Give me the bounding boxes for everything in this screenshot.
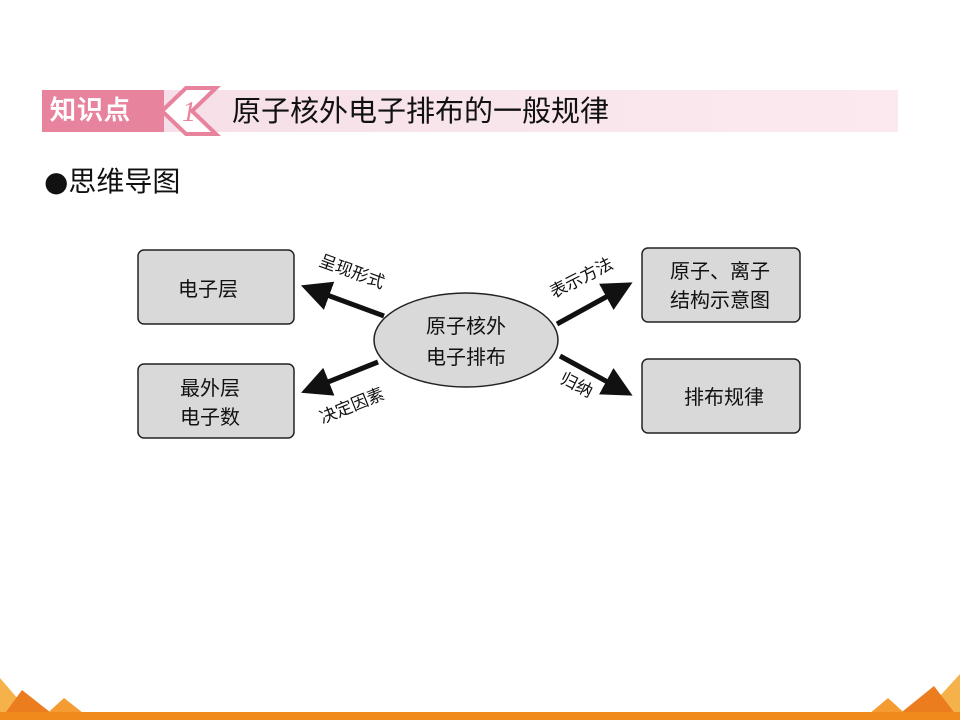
knowledge-point-number-badge: 1 [159,86,221,136]
knowledge-point-tag: 知识点 [42,90,164,132]
node-outer-electrons-line-1: 最外层 [180,376,240,400]
node-structure-diagram-line-1: 原子、离子 [670,259,770,283]
section-heading: ●思维导图 [44,165,181,198]
edge-label-top-left: 呈现形式 [316,251,387,293]
node-outer-electrons-line-2: 电子数 [180,405,240,429]
arrow-to-top-right [555,282,633,327]
footer-decoration [0,674,960,720]
center-ellipse [373,292,559,388]
edge-label-bottom-left: 决定因素 [317,384,388,428]
node-structure-diagram-line-2: 结构示意图 [670,288,770,312]
node-electron-shell-label: 电子层 [178,277,238,301]
arrow-to-bottom-right [558,353,633,396]
arrow-to-top-left [300,281,385,319]
center-label-line-2: 电子排布 [426,345,506,369]
knowledge-point-number: 1 [182,97,196,128]
node-arrangement-rules [641,358,801,434]
page-title: 原子核外电子排布的一般规律 [232,94,610,128]
arrow-to-bottom-left [301,359,379,396]
node-arrangement-rules-label: 排布规律 [684,385,764,409]
center-label-line-1: 原子核外 [426,314,506,338]
node-electron-shell [137,249,295,325]
node-structure-diagram [641,247,801,323]
node-outer-electrons [137,363,295,439]
footer-bar [0,712,960,720]
